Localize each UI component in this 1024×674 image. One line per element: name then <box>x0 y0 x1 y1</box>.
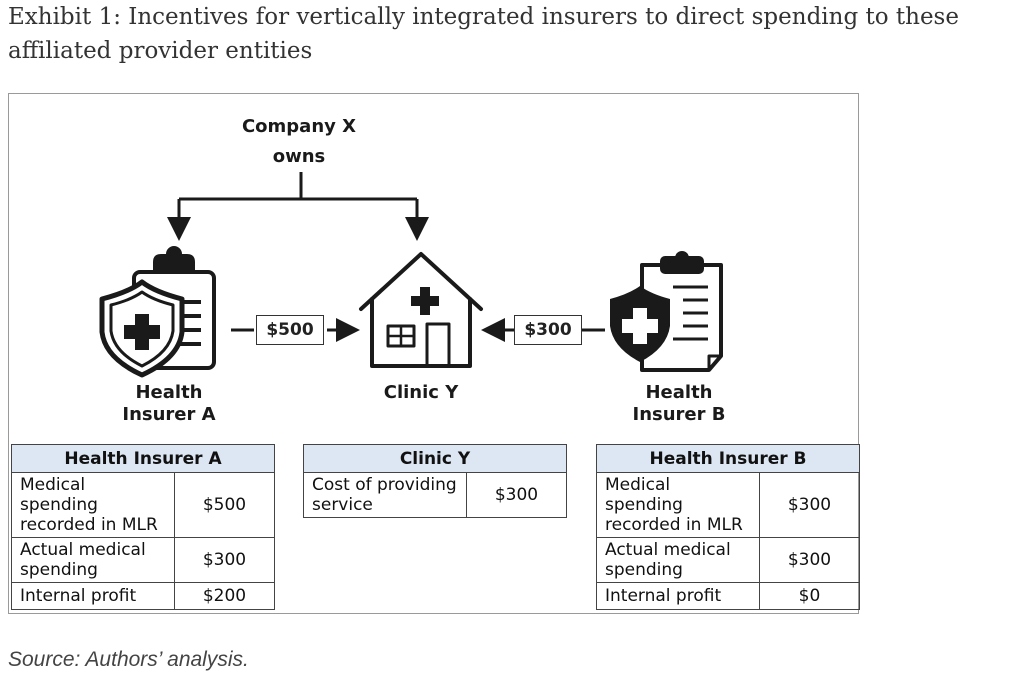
insurer-a-label-line2: Insurer A <box>122 404 216 425</box>
insurer-a-label-line1: Health <box>135 382 203 403</box>
table-row: Cost of providing service $300 <box>303 472 567 518</box>
row-label: Cost of providing service <box>303 472 467 518</box>
source-note: Source: Authors’ analysis. <box>8 648 249 671</box>
owns-label: owns <box>272 146 326 167</box>
row-label: Internal profit <box>596 582 760 610</box>
clinic-label: Clinic Y <box>383 382 459 403</box>
row-label: Actual medical spending <box>596 537 760 583</box>
table-row: Medical spending recorded in MLR $300 <box>596 472 860 538</box>
exhibit-figure: Company X owns $500 $300 Health Insurer … <box>8 93 860 614</box>
insurer-b-clipboard-shield-icon <box>610 251 723 372</box>
table-row: Actual medical spending $300 <box>596 537 860 583</box>
ownership-bracket <box>167 172 429 241</box>
payment-amount-b: $300 <box>514 315 582 345</box>
payment-amount-a: $500 <box>256 315 324 345</box>
clinic-table: Clinic Y Cost of providing service $300 <box>303 444 567 518</box>
clinic-house-icon <box>359 252 483 368</box>
row-value: $300 <box>759 537 860 583</box>
row-label: Medical spending recorded in MLR <box>11 472 175 538</box>
row-value: $300 <box>759 472 860 538</box>
row-value: $200 <box>174 582 275 610</box>
table-header: Health Insurer A <box>11 444 275 473</box>
table-row: Actual medical spending $300 <box>11 537 275 583</box>
owner-company-label: Company X <box>241 116 357 137</box>
row-value: $0 <box>759 582 860 610</box>
row-label: Medical spending recorded in MLR <box>596 472 760 538</box>
table-header: Health Insurer B <box>596 444 860 473</box>
insurer-b-label-line1: Health <box>645 382 713 403</box>
exhibit-title: Exhibit 1: Incentives for vertically int… <box>8 4 959 64</box>
diagram-connectors <box>99 172 723 378</box>
row-label: Actual medical spending <box>11 537 175 583</box>
row-value: $300 <box>466 472 567 518</box>
insurer-b-label-line2: Insurer B <box>632 404 726 425</box>
table-row: Medical spending recorded in MLR $500 <box>11 472 275 538</box>
table-row: Internal profit $200 <box>11 582 275 610</box>
insurer-a-clipboard-shield-icon <box>99 246 216 378</box>
row-value: $300 <box>174 537 275 583</box>
table-row: Internal profit $0 <box>596 582 860 610</box>
insurer-a-table: Health Insurer A Medical spending record… <box>11 444 275 610</box>
table-header: Clinic Y <box>303 444 567 473</box>
insurer-b-table: Health Insurer B Medical spending record… <box>596 444 860 610</box>
row-value: $500 <box>174 472 275 538</box>
row-label: Internal profit <box>11 582 175 610</box>
